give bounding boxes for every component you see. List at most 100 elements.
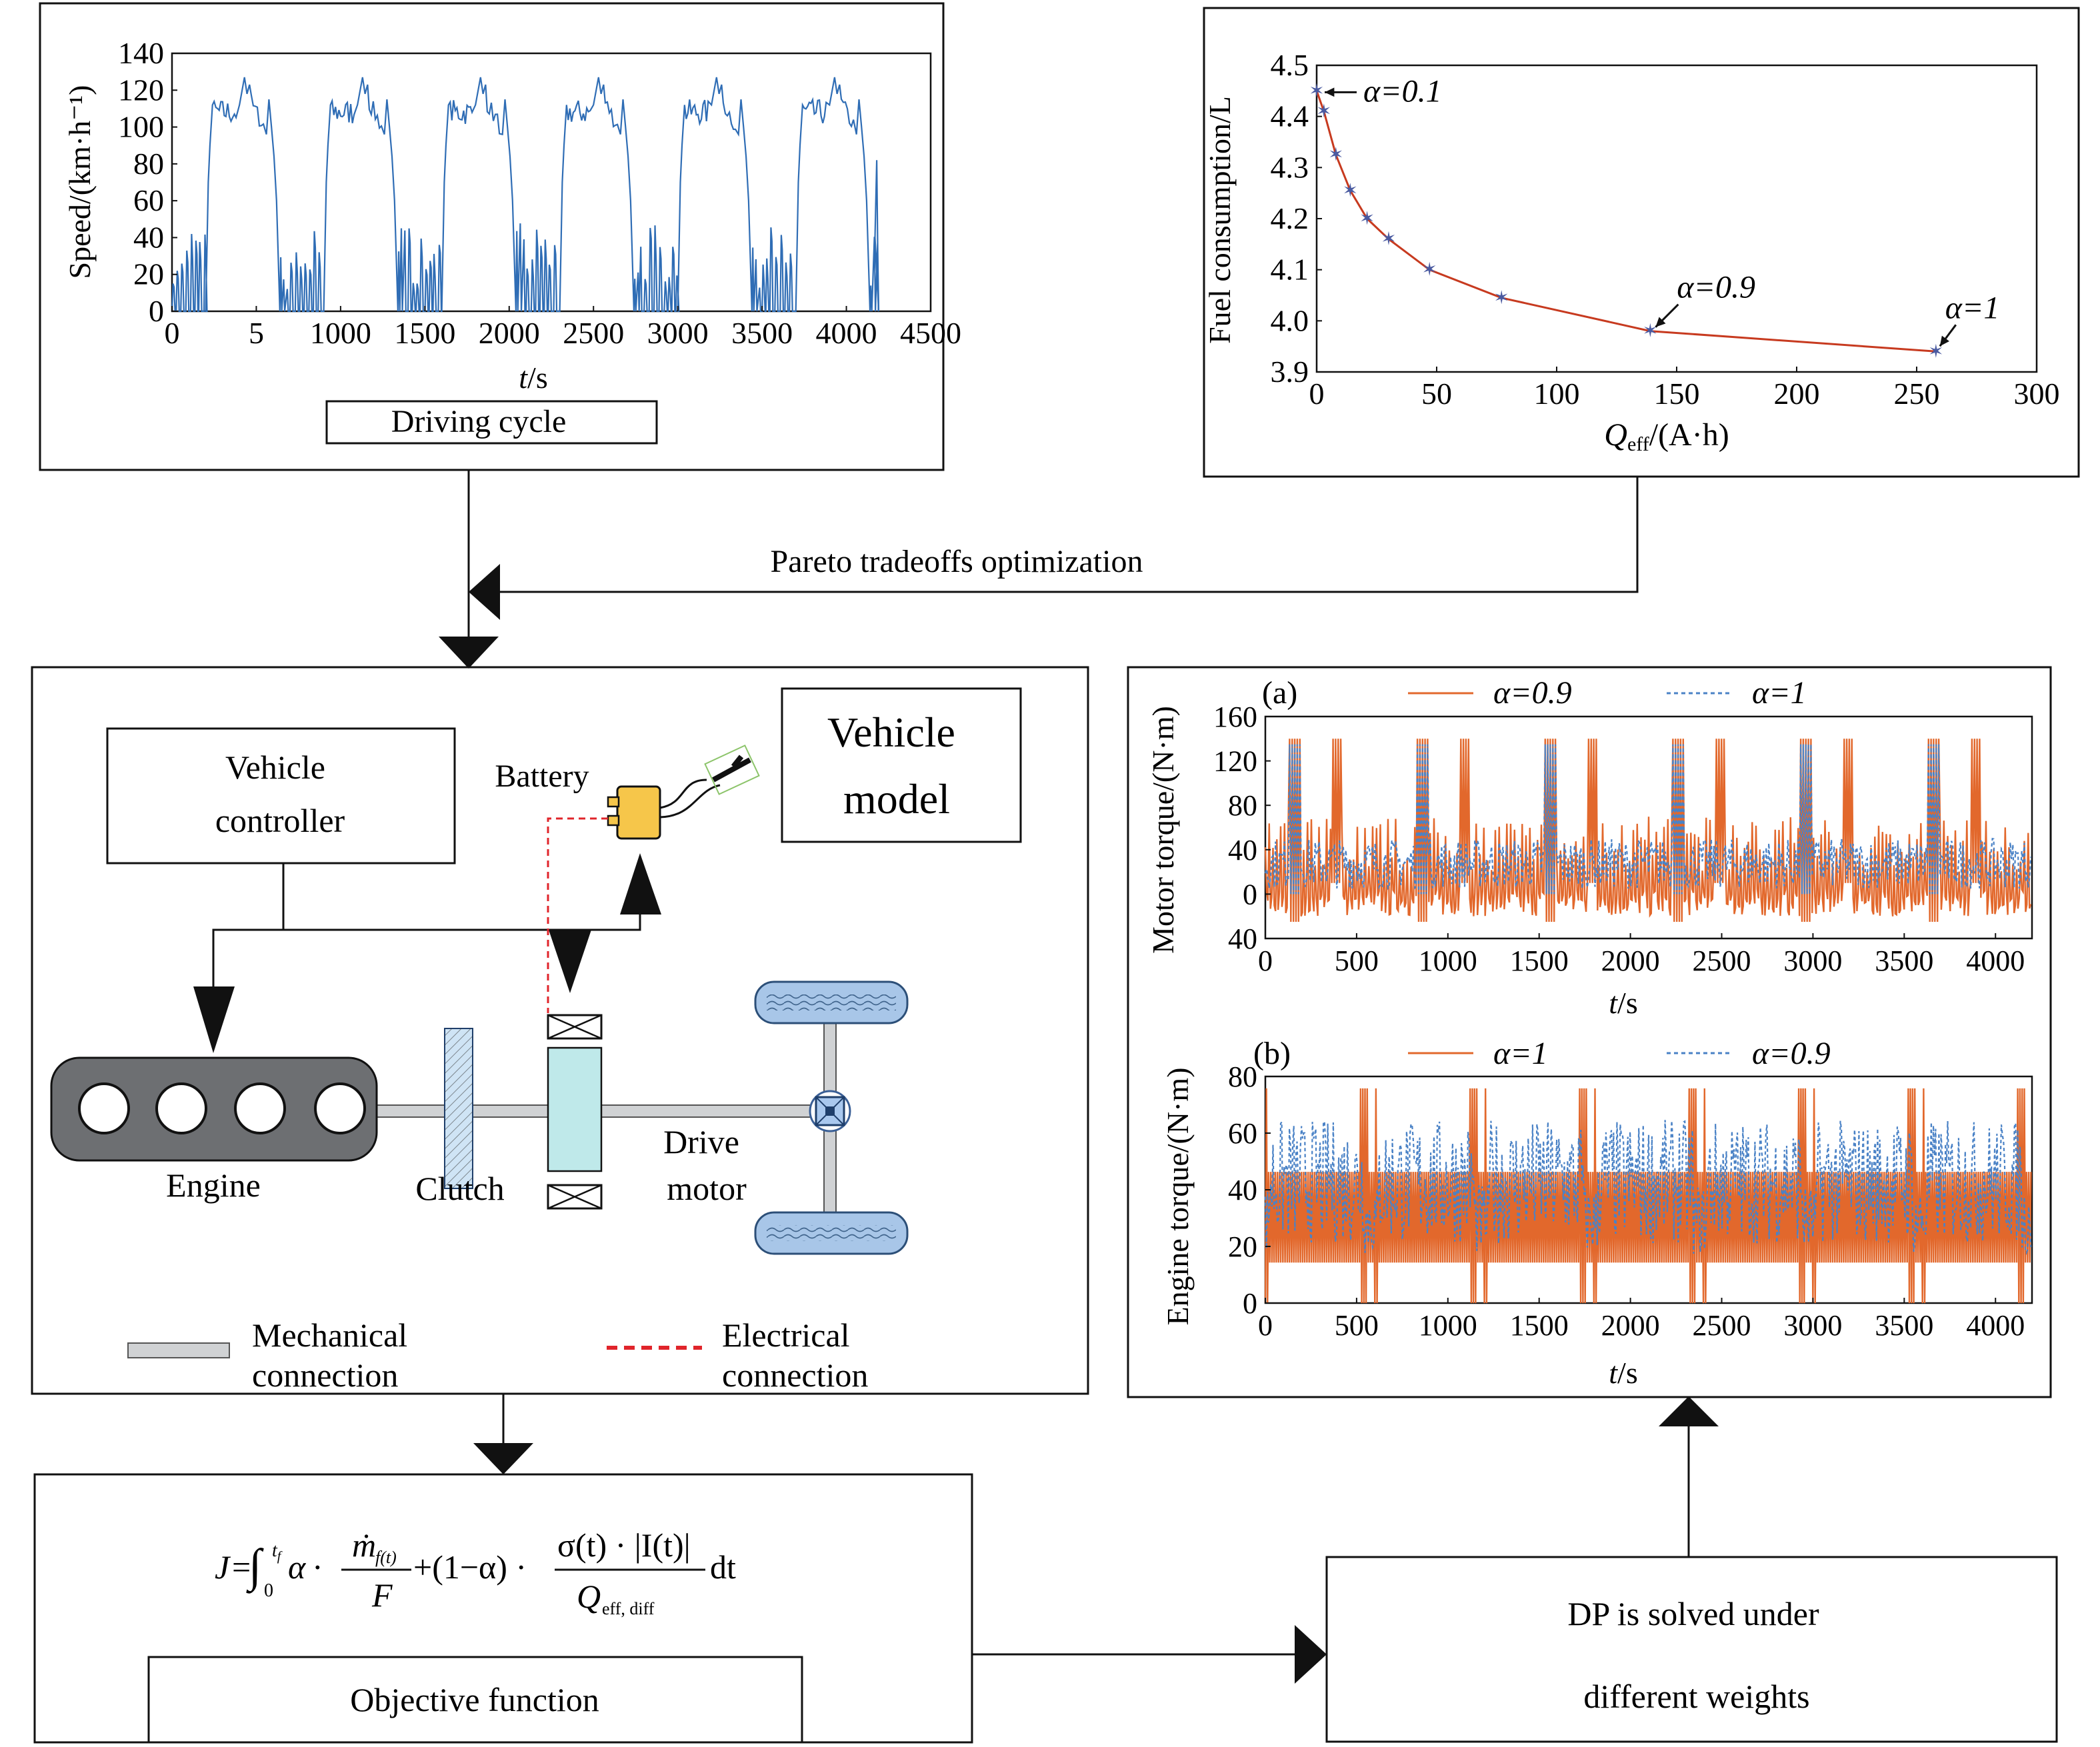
engine-torque-xtick-label: 3500 — [1875, 1309, 1933, 1342]
vehicle-controller-line1: Vehicle — [225, 749, 325, 786]
drive-motor-label-line1: Drive — [663, 1123, 739, 1160]
engine-torque-ytick-label: 60 — [1228, 1117, 1257, 1150]
svg-text:+(1−α) ·: +(1−α) · — [413, 1548, 527, 1586]
engine-torque-ylabel: Engine torque/(N·m) — [1161, 1067, 1195, 1325]
mechanical-legend-line2: connection — [252, 1356, 398, 1394]
left-arrowhead-pareto — [469, 564, 500, 620]
pareto-curve — [1315, 90, 1936, 353]
objective-label: Objective function — [350, 1681, 599, 1718]
vehicle-model-frame — [31, 666, 1089, 1395]
pareto-xtick-label: 150 — [1654, 377, 1700, 411]
torque-frame — [1127, 666, 2052, 1398]
engine-torque-ytick-label: 40 — [1228, 1174, 1257, 1206]
motor-torque-series-dashed — [1264, 744, 2032, 894]
pareto-feedback-line — [469, 477, 1639, 593]
pareto-ytick-label: 4.0 — [1271, 303, 1309, 337]
pareto-xtick-label: 100 — [1534, 377, 1580, 411]
driving-cycle-ytick-label: 100 — [118, 110, 164, 144]
pareto-point-marker: ✶ — [1343, 181, 1358, 201]
motor-torque-xtick-label: 2000 — [1601, 944, 1660, 977]
top-flow-arrows: Pareto tradeoffs optimization — [439, 470, 1639, 669]
pareto-annotations: α=0.1α=0.9α=1 — [1325, 73, 2000, 347]
svg-text:σ(t) · |I(t)|: σ(t) · |I(t)| — [557, 1526, 691, 1564]
engine-torque-ytick-label: 20 — [1228, 1230, 1257, 1263]
pareto-plot-area — [1315, 64, 2038, 373]
front-wheel — [754, 980, 909, 1024]
engine-torque-xtick-label: 3000 — [1783, 1309, 1842, 1342]
driving-cycle-xlabel: t/s — [519, 361, 547, 395]
svg-text:eff, diff: eff, diff — [602, 1599, 655, 1618]
vehicle-model-panel: Vehicle controller Vehicle model Battery — [31, 666, 1089, 1395]
vehicle-model-title-line2: model — [843, 775, 950, 823]
driving-cycle-ylabel: Speed/(km·h⁻¹) — [63, 85, 97, 279]
pareto-annotation-label: α=0.1 — [1363, 73, 1442, 109]
driving-cycle-speed-line — [171, 77, 880, 313]
engine-torque-xtick-label: 1000 — [1419, 1309, 1477, 1342]
engine-torque-xlabel: t/s — [1609, 1356, 1637, 1390]
driving-cycle-xtick-label: 5 — [249, 316, 264, 350]
driving-cycle-xtick-label: 0 — [165, 316, 180, 350]
pareto-point-marker: ✶ — [1328, 145, 1343, 165]
svg-text:F: F — [371, 1576, 393, 1614]
dp-box — [1325, 1556, 2058, 1743]
motor-torque-series-solid — [1264, 739, 2032, 922]
objective-function-panel: J = ∫ tf 0 α · ṁ f(t) F +(1−α) · σ(t) · … — [33, 1473, 973, 1744]
svg-text:·: · — [312, 1548, 323, 1586]
electrical-legend-line1: Electrical — [722, 1316, 850, 1354]
objective-formula: J = ∫ tf 0 α · ṁ f(t) F +(1−α) · σ(t) · … — [215, 1526, 736, 1618]
driving-cycle-xtick-label: 2000 — [479, 316, 540, 350]
dp-label-line2: different weights — [1583, 1678, 1809, 1715]
driving-cycle-xtick-label: 4500 — [900, 316, 961, 350]
engine-torque-xtick-label: 2500 — [1693, 1309, 1751, 1342]
motor-torque-ytick-label: 40 — [1228, 834, 1257, 867]
pareto-ytick-label: 3.9 — [1271, 355, 1309, 389]
bottom-flow — [473, 1394, 1719, 1684]
svg-text:=: = — [232, 1548, 251, 1586]
controller-bus-wire — [212, 906, 641, 1000]
pareto-annotation-label: α=1 — [1945, 290, 2000, 325]
pareto-ytick-label: 4.5 — [1271, 48, 1309, 82]
pareto-point-marker: ✶ — [1381, 229, 1396, 250]
battery-icon — [607, 745, 760, 840]
pareto-point-marker: ✶ — [1493, 288, 1509, 309]
engine-torque-series-dashed — [1264, 1119, 2032, 1255]
svg-text:J: J — [215, 1548, 231, 1586]
dp-panel: DP is solved under different weights — [1325, 1556, 2058, 1743]
engine-control-arrowhead — [193, 986, 235, 1053]
motor-torque-ytick-label: 80 — [1228, 789, 1257, 822]
driving-cycle-series — [171, 77, 880, 313]
rear-wheel — [754, 1211, 909, 1255]
driving-cycle-label-box — [325, 400, 658, 445]
dp-label-line1: DP is solved under — [1567, 1595, 1819, 1632]
right-arrowhead-dp — [1295, 1625, 1327, 1684]
driving-cycle-xtick-label: 3500 — [731, 316, 793, 350]
mechanical-legend-line1: Mechanical — [252, 1316, 407, 1354]
driving-cycle-xtick-label: 1000 — [310, 316, 371, 350]
motor-torque-xtick-label: 500 — [1335, 944, 1379, 977]
engine-torque-xtick-label: 4000 — [1966, 1309, 2025, 1342]
svg-text:0: 0 — [264, 1580, 273, 1601]
motor-torque-xtick-label: 0 — [1258, 944, 1273, 977]
engine-block — [50, 1056, 378, 1162]
pareto-annotation-arrowhead — [1655, 317, 1666, 327]
pareto-xtick-label: 200 — [1774, 377, 1820, 411]
driving-cycle-ytick-label: 20 — [133, 257, 164, 291]
motor-torque-xtick-label: 2500 — [1693, 944, 1751, 977]
pareto-point-marker: ✶ — [1643, 321, 1658, 342]
motor-legend-solid-label: α=0.9 — [1493, 675, 1572, 711]
up-arrowhead-torque — [1659, 1396, 1719, 1426]
motor-control-arrowhead — [549, 930, 591, 993]
svg-text:∫: ∫ — [246, 1540, 264, 1594]
pareto-xtick-label: 250 — [1894, 377, 1940, 411]
pareto-ytick-label: 4.2 — [1271, 201, 1309, 235]
vehicle-controller-line2: controller — [215, 802, 345, 839]
motor-torque-xtick-label: 3500 — [1875, 944, 1933, 977]
driving-cycle-label: Driving cycle — [391, 404, 567, 439]
pareto-point-marker: ✶ — [1928, 341, 1943, 362]
driving-cycle-ytick-label: 120 — [118, 73, 164, 107]
driving-cycle-xtick-label: 1500 — [394, 316, 455, 350]
